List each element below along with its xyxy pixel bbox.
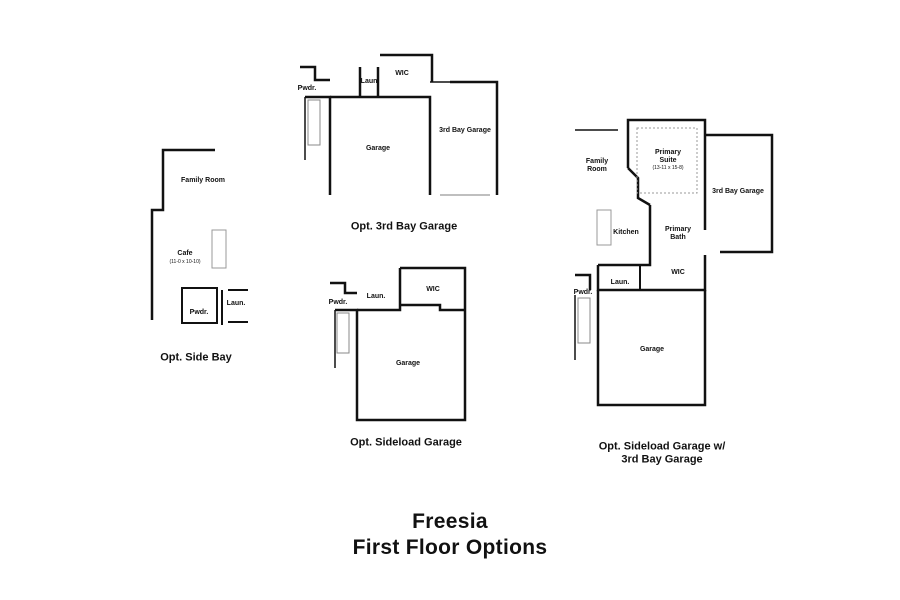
- room-label-wic: WIC: [426, 285, 440, 293]
- room-label-pwdr: Pwdr.: [328, 298, 348, 306]
- room-dims-cafe: (11-0 x 10-10): [169, 259, 201, 265]
- room-label-pwdr: Pwdr.: [297, 84, 317, 92]
- room-label-family: Family Room: [181, 176, 225, 184]
- room-label-laun: Laun.: [366, 292, 386, 300]
- room-label-garage: Garage: [365, 144, 391, 152]
- room-label-cafe: Cafe: [177, 249, 193, 257]
- plan-caption-side-bay: Opt. Side Bay: [160, 351, 232, 364]
- room-label-primary-bath: Primary Bath: [664, 225, 692, 241]
- room-label-family: Family Room: [585, 157, 609, 173]
- plan-3rd-bay-walls: [300, 53, 499, 196]
- plan-caption-line2: 3rd Bay Garage: [621, 453, 703, 466]
- plan-sideload-walls: [330, 266, 467, 422]
- plan-caption-3rd-bay: Opt. 3rd Bay Garage: [350, 220, 458, 233]
- room-label-wic: WIC: [671, 268, 685, 276]
- room-label-laun: Laun.: [226, 299, 246, 307]
- title-model-name: Freesia: [412, 510, 488, 533]
- plan-side-bay-walls: [150, 148, 248, 325]
- room-label-3rd-bay: 3rd Bay Garage: [439, 126, 491, 134]
- room-dims-primary-suite: (13-11 x 15-8): [652, 165, 684, 171]
- title-subtitle: First Floor Options: [352, 536, 548, 559]
- room-label-kitchen: Kitchen: [613, 228, 639, 236]
- plan-sideload-3rd-bay-walls: [574, 118, 774, 407]
- plan-caption-line1: Opt. Sideload Garage w/: [598, 440, 726, 453]
- room-label-laun: Laun.: [610, 278, 630, 286]
- room-label-primary-suite: Primary Suite: [654, 148, 682, 164]
- room-label-pwdr: Pwdr.: [189, 308, 209, 316]
- room-label-garage: Garage: [639, 345, 665, 353]
- room-label-laun: Laun.: [360, 77, 380, 85]
- room-label-garage: Garage: [395, 359, 421, 367]
- room-label-pwdr: Pwdr.: [573, 288, 593, 296]
- room-label-3rd-bay: 3rd Bay Garage: [712, 187, 764, 195]
- room-label-wic: WIC: [395, 69, 409, 77]
- plan-caption-sideload: Opt. Sideload Garage: [350, 436, 462, 449]
